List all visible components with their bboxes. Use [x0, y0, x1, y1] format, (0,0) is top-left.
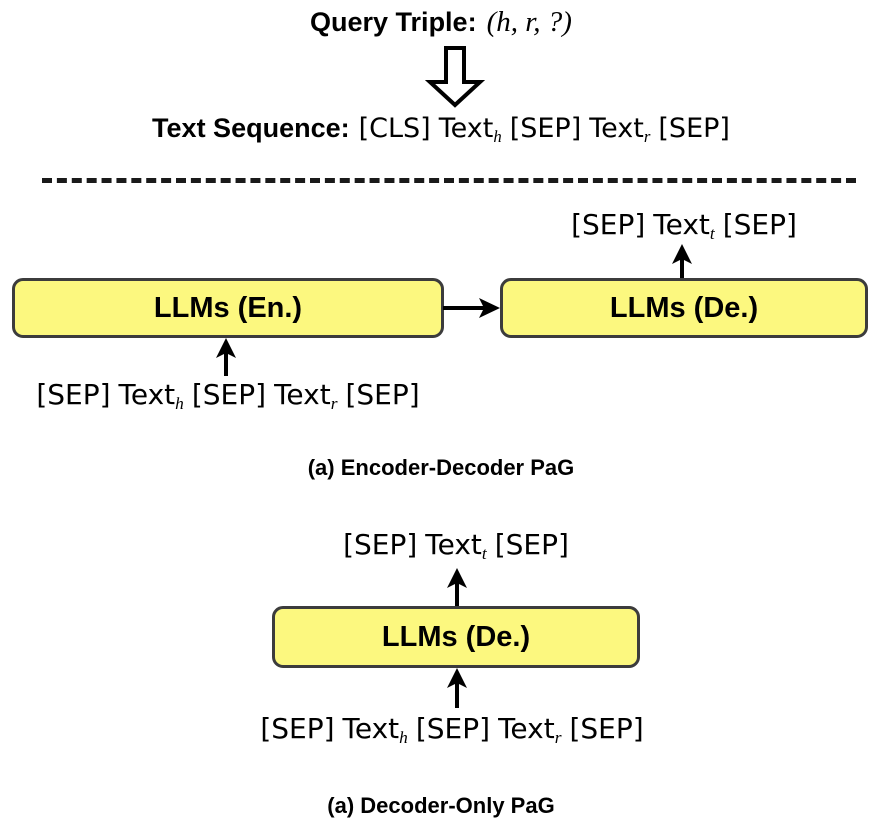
decoder-only-output-up-arrow-icon	[443, 568, 471, 608]
token-sep-3: [SEP]	[345, 378, 420, 411]
token-sep-1: [SEP]	[571, 208, 646, 241]
decoder-output-up-arrow-icon	[668, 244, 696, 282]
decoder-only-input-up-arrow-icon	[443, 668, 471, 708]
token-sep-2: [SEP]	[494, 528, 569, 561]
token-text-h: Texth	[342, 712, 408, 748]
caption-decoder-only: (a) Decoder-Only PaG	[327, 793, 555, 818]
token-cls: [CLS]	[358, 113, 431, 144]
llms-decoder-box[interactable]: LLMs (De.)	[500, 278, 868, 338]
token-text-r: Textr	[589, 113, 651, 147]
token-sep-1: [SEP]	[260, 712, 335, 745]
encoder-to-decoder-right-arrow-icon	[443, 296, 503, 320]
decoder-only-input-text: [SEP]Texth[SEP]Textr[SEP]	[226, 712, 678, 748]
encoder-decoder-output-text: [SEP]Textt[SEP]	[500, 208, 868, 244]
token-sep-1: [SEP]	[343, 528, 418, 561]
token-sep-1: [SEP]	[509, 113, 582, 144]
token-text-h: Texth	[438, 113, 502, 147]
encoder-input-text: [SEP]Texth[SEP]Textr[SEP]	[2, 378, 454, 414]
token-text-r: Textr	[498, 712, 562, 748]
token-sep-2: [SEP]	[722, 208, 797, 241]
token-sep-1: [SEP]	[36, 378, 111, 411]
llms-decoder-only-box[interactable]: LLMs (De.)	[272, 606, 640, 668]
caption-encoder-decoder: (a) Encoder-Decoder PaG	[307, 455, 575, 480]
token-sep-2: [SEP]	[191, 378, 267, 411]
dashed-divider	[42, 178, 856, 183]
encoder-input-up-arrow-icon	[212, 338, 240, 376]
llms-decoder-label: LLMs (De.)	[609, 291, 759, 324]
token-text-h: Texth	[118, 378, 184, 414]
decoder-only-output-text: [SEP]Textt[SEP]	[272, 528, 640, 564]
llms-decoder-only-label: LLMs (De.)	[381, 620, 531, 653]
token-text-t: Textt	[425, 528, 487, 564]
hollow-down-arrow-icon	[424, 46, 486, 108]
llms-encoder-label: LLMs (En.)	[153, 291, 303, 324]
token-sep-2: [SEP]	[415, 712, 491, 745]
token-sep-2: [SEP]	[658, 113, 730, 144]
llms-encoder-box[interactable]: LLMs (En.)	[12, 278, 444, 338]
query-triple-value: (h, r, ?)	[486, 6, 572, 38]
token-sep-3: [SEP]	[569, 712, 644, 745]
token-text-t: Textt	[653, 208, 715, 244]
token-text-r: Textr	[274, 378, 338, 414]
text-sequence-label: Text Sequence:	[152, 113, 350, 143]
query-triple-row: Query Triple: (h, r, ?)	[0, 6, 882, 39]
query-triple-label: Query Triple:	[310, 7, 477, 37]
text-sequence-row: Text Sequence:[CLS]Texth[SEP]Textr[SEP]	[0, 113, 882, 147]
